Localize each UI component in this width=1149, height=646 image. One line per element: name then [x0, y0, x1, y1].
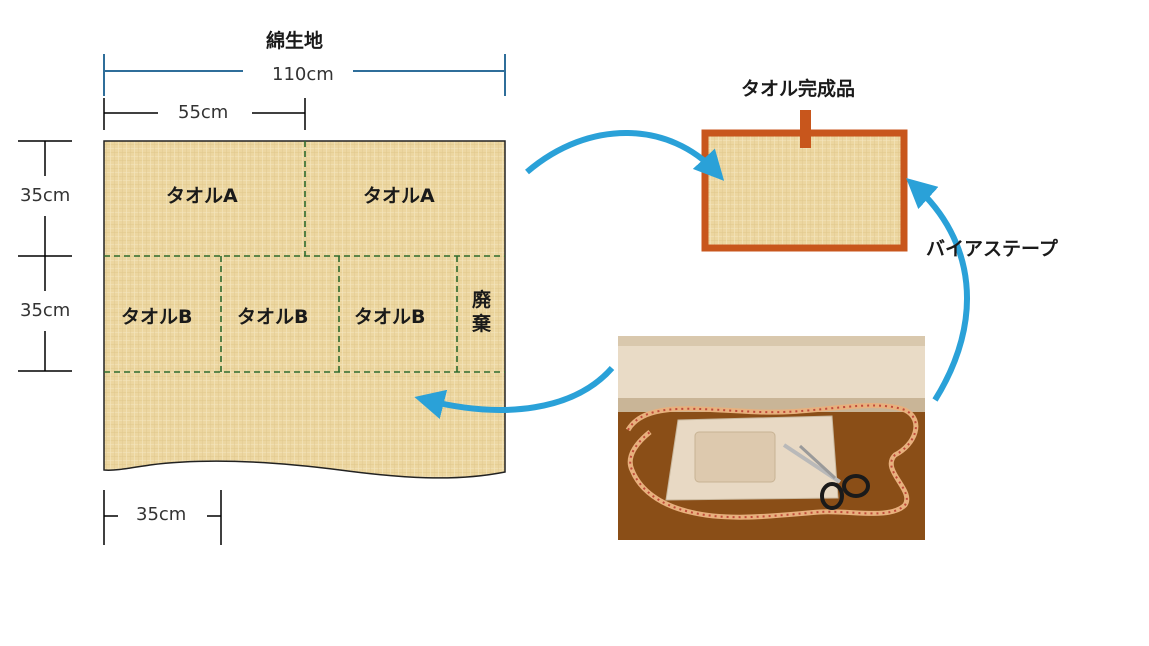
arrow-fabric-to-towel: [525, 130, 725, 181]
fabric-title: 綿生地: [266, 30, 324, 52]
arrow-photo-to-fabric: [414, 366, 615, 419]
width-dimension-line: [103, 54, 506, 96]
cut-lines: [104, 141, 505, 373]
bias-tape-label: バイアステープ: [926, 238, 1058, 260]
towel-a-label-2: タオルA: [363, 185, 435, 207]
towel-b-label-3: タオルB: [354, 306, 426, 328]
finished-towel-title: タオル完成品: [741, 78, 856, 100]
row2-height-label: 35cm: [20, 300, 71, 321]
piece-width-dimension-line: [103, 490, 222, 545]
arrow-tape-to-towel: [906, 177, 971, 402]
towel-b-label-1: タオルB: [121, 306, 193, 328]
height-dimension-lines: [18, 140, 72, 372]
width-label: 110cm: [272, 64, 334, 85]
finished-towel: [701, 110, 908, 252]
row1-height-label: 35cm: [20, 185, 71, 206]
bias-tape-photo: [618, 336, 925, 540]
towel-a-label-1: タオルA: [166, 185, 238, 207]
towel-b-label-2: タオルB: [237, 306, 309, 328]
half-width-dimension-line: [103, 98, 306, 130]
fabric-sheet: [103, 140, 506, 479]
half-width-label: 55cm: [178, 102, 229, 123]
piece-width-label: 35cm: [136, 504, 187, 525]
waste-label: 廃棄: [472, 289, 492, 335]
